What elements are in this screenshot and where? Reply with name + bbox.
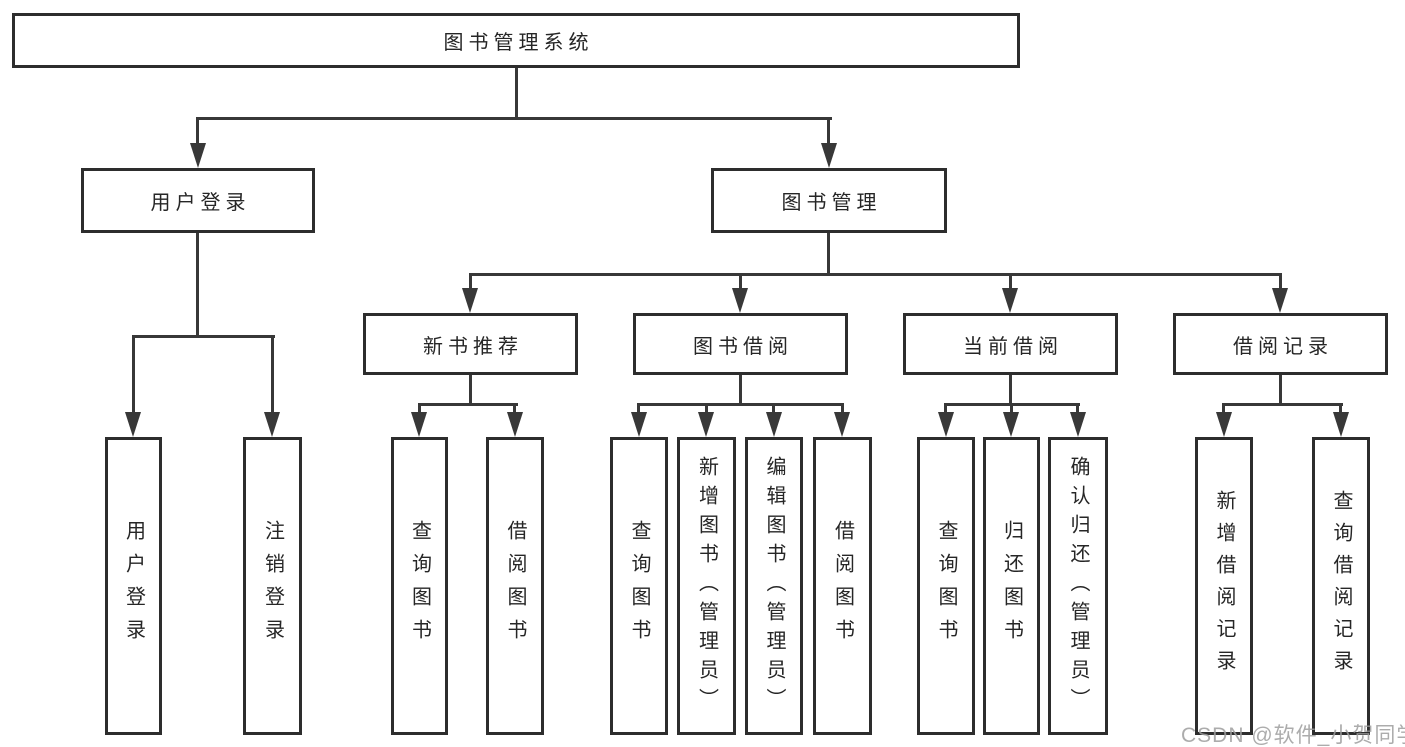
leaf-query-books-recommend-label: 查询图书 <box>408 520 431 652</box>
connector-line <box>739 273 742 291</box>
connector-line <box>841 403 844 415</box>
connector-line <box>1339 403 1342 415</box>
connector-line <box>772 403 775 415</box>
node-borrowing-records: 借阅记录 <box>1173 313 1388 375</box>
node-borrowing-records-label: 借阅记录 <box>1233 335 1333 358</box>
arrow-down-icon <box>631 412 647 437</box>
arrow-down-icon <box>1003 412 1019 437</box>
node-book-management: 图书管理 <box>711 168 947 233</box>
arrow-down-icon <box>1216 412 1232 437</box>
leaf-logout: 注销登录 <box>243 437 302 735</box>
node-current-borrowing-label: 当前借阅 <box>963 335 1063 358</box>
connector-line <box>469 375 472 405</box>
arrow-down-icon <box>125 412 141 437</box>
connector-line <box>418 403 518 406</box>
arrow-down-icon <box>766 412 782 437</box>
connector-line <box>1076 403 1079 415</box>
connector-line <box>827 117 830 146</box>
node-book-borrowing-label: 图书借阅 <box>693 335 793 358</box>
arrow-down-icon <box>1070 412 1086 437</box>
connector-line <box>827 233 830 275</box>
node-new-book-recommendation-label: 新书推荐 <box>423 335 523 358</box>
leaf-add-books-admin-label: 新增图书（管理员） <box>695 455 718 717</box>
connector-line <box>515 68 518 117</box>
arrow-down-icon <box>462 288 478 313</box>
arrow-down-icon <box>732 288 748 313</box>
arrow-down-icon <box>507 412 523 437</box>
arrow-down-icon <box>190 143 206 168</box>
leaf-query-books-current-label: 查询图书 <box>935 520 957 652</box>
connector-line <box>132 335 135 415</box>
connector-line <box>469 273 472 291</box>
connector-line <box>196 117 199 146</box>
leaf-query-books-current: 查询图书 <box>917 437 975 735</box>
leaf-query-borrow-record-label: 查询借阅记录 <box>1330 490 1352 682</box>
connector-line <box>739 375 742 405</box>
arrow-down-icon <box>264 412 280 437</box>
csdn-watermark: CSDN @软件_小贺同学 <box>1181 724 1405 747</box>
arrow-down-icon <box>698 412 714 437</box>
node-new-book-recommendation: 新书推荐 <box>363 313 578 375</box>
leaf-return-books-label: 归还图书 <box>1000 520 1023 652</box>
connector-line <box>1279 375 1282 405</box>
node-root-label: 图书管理系统 <box>443 32 594 54</box>
leaf-query-books-borrowing-label: 查询图书 <box>628 520 650 652</box>
arrow-down-icon <box>821 143 837 168</box>
leaf-borrow-books: 借阅图书 <box>813 437 872 735</box>
connector-line <box>271 335 274 415</box>
leaf-return-books: 归还图书 <box>983 437 1040 735</box>
connector-line <box>1222 403 1225 415</box>
leaf-confirm-return-admin: 确认归还（管理员） <box>1048 437 1108 735</box>
arrow-down-icon <box>938 412 954 437</box>
connector-line <box>418 403 421 415</box>
connector-line <box>196 233 199 337</box>
connector-line <box>1009 273 1012 291</box>
arrow-down-icon <box>1002 288 1018 313</box>
arrow-down-icon <box>1272 288 1288 313</box>
connector-line <box>1279 273 1282 291</box>
leaf-user-login: 用户登录 <box>105 437 162 735</box>
node-current-borrowing: 当前借阅 <box>903 313 1118 375</box>
arrow-down-icon <box>1333 412 1349 437</box>
connector-line <box>637 403 844 406</box>
connector-line <box>944 403 947 415</box>
node-root: 图书管理系统 <box>12 13 1020 68</box>
connector-line <box>1222 403 1343 406</box>
leaf-edit-books-admin-label: 编辑图书（管理员） <box>763 455 785 717</box>
connector-line <box>196 117 832 120</box>
connector-line <box>637 403 640 415</box>
node-user-login: 用户登录 <box>81 168 315 233</box>
leaf-logout-label: 注销登录 <box>261 520 284 652</box>
leaf-edit-books-admin: 编辑图书（管理员） <box>745 437 803 735</box>
connector-line <box>469 273 1282 276</box>
leaf-borrow-books-recommend: 借阅图书 <box>486 437 544 735</box>
leaf-user-login-label: 用户登录 <box>122 520 145 652</box>
leaf-add-books-admin: 新增图书（管理员） <box>677 437 736 735</box>
leaf-borrow-books-label: 借阅图书 <box>831 520 854 652</box>
connector-line <box>513 403 516 415</box>
connector-line <box>1010 403 1013 415</box>
node-user-login-label: 用户登录 <box>150 192 251 214</box>
connector-line <box>1009 375 1012 405</box>
leaf-query-books-recommend: 查询图书 <box>391 437 448 735</box>
leaf-query-borrow-record: 查询借阅记录 <box>1312 437 1370 735</box>
connector-line <box>705 403 708 415</box>
arrow-down-icon <box>411 412 427 437</box>
leaf-add-borrow-record-label: 新增借阅记录 <box>1213 490 1235 682</box>
leaf-add-borrow-record: 新增借阅记录 <box>1195 437 1253 735</box>
arrow-down-icon <box>834 412 850 437</box>
leaf-borrow-books-recommend-label: 借阅图书 <box>504 520 526 652</box>
node-book-management-label: 图书管理 <box>781 192 882 214</box>
leaf-confirm-return-admin-label: 确认归还（管理员） <box>1067 455 1089 717</box>
connector-line <box>132 335 275 338</box>
leaf-query-books-borrowing: 查询图书 <box>610 437 668 735</box>
node-book-borrowing: 图书借阅 <box>633 313 848 375</box>
